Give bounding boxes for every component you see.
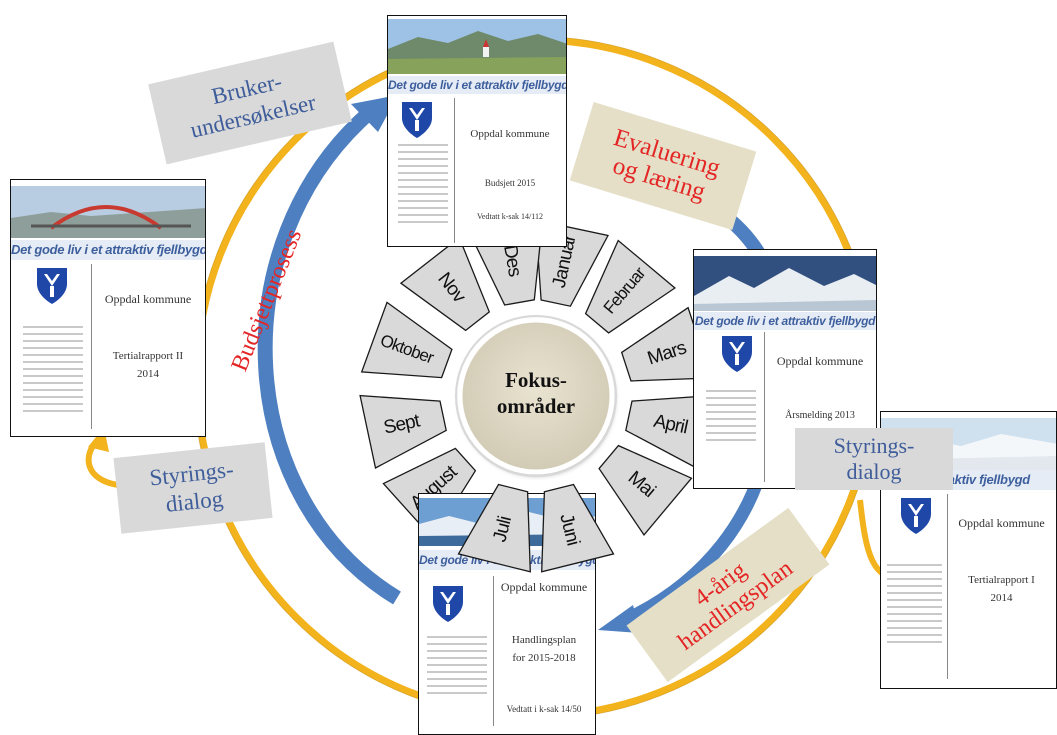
document-note: Vedtatt i k-sak 14/50 xyxy=(506,704,582,714)
label-styringsdialog-right-line2: dialog xyxy=(846,459,902,484)
document-banner: Det gode liv i et attraktiv fjellbygd xyxy=(419,550,595,570)
month-wedge-shape xyxy=(359,394,447,469)
label-styringsdialog-left: Styrings- dialog xyxy=(113,442,273,534)
table-of-contents xyxy=(706,390,756,446)
month-wedge-shape xyxy=(598,444,693,536)
table-of-contents xyxy=(887,564,942,648)
label-styringsdialog-right: Styrings- dialog xyxy=(795,428,953,490)
month-wedge-mars: Mars xyxy=(620,306,712,382)
label-styringsdialog-left-line2: dialog xyxy=(164,485,225,517)
center-circle-rim xyxy=(455,315,617,477)
month-wedge-sept: Sept xyxy=(359,394,447,469)
document-title: Budsjett 2015 xyxy=(484,178,536,188)
document-org-name: Oppdal kommune xyxy=(470,128,550,140)
document-title-line2: for 2015-2018 xyxy=(512,652,576,664)
document-title-line1: Handlingsplan xyxy=(511,634,577,646)
oppdal-coat-of-arms-icon xyxy=(402,102,432,138)
document-banner: Det gode liv i et attraktiv fjellbygd xyxy=(11,240,205,260)
month-wedge-oktober: Oktober xyxy=(360,301,453,379)
center-label-line2: områder xyxy=(497,394,575,418)
document-org-name: Oppdal kommune xyxy=(958,516,1045,530)
document-note: Vedtatt k-sak 14/112 xyxy=(477,212,543,221)
month-wedge-nov: Nov xyxy=(399,236,491,332)
oppdal-coat-of-arms-icon xyxy=(433,586,463,622)
fjord-photo xyxy=(419,498,595,546)
snow-mountain-photo xyxy=(694,256,876,311)
document-budsjett: Det gode liv i et attraktiv fjellbygd Op… xyxy=(387,15,567,247)
document-banner: Det gode liv i et attraktiv fjellbygd xyxy=(388,76,566,94)
month-wedge-februar: Februar xyxy=(584,239,676,334)
document-org-name: Oppdal kommune xyxy=(500,580,588,594)
document-title-line2: 2014 xyxy=(137,368,159,380)
document-org-name: Oppdal kommune xyxy=(776,354,864,368)
table-of-contents xyxy=(23,326,83,417)
table-of-contents xyxy=(427,636,487,699)
document-arsmelding: Det gode liv i et attraktiv fjellbygd Op… xyxy=(693,249,877,489)
document-banner: Det gode liv i et attraktiv fjellbygd xyxy=(694,312,876,330)
center-circle xyxy=(457,317,615,475)
month-wedge-april: April xyxy=(625,394,713,469)
month-wedge-shape xyxy=(584,239,676,334)
month-wedge-mai: Mai xyxy=(598,444,693,536)
budsjett-arrow xyxy=(257,106,401,605)
month-wedge-shape xyxy=(360,301,453,379)
mountain-village-photo xyxy=(388,19,566,74)
oppdal-coat-of-arms-icon xyxy=(901,498,931,534)
document-tertialrapport-2: Det gode liv i et attraktiv fjellbygd Op… xyxy=(10,179,206,437)
document-org-name: Oppdal kommune xyxy=(104,292,192,306)
document-title-line1: Tertialrapport II xyxy=(112,350,184,362)
table-of-contents xyxy=(398,144,448,228)
document-handlingsplan: Det gode liv i et attraktiv fjellbygd Op… xyxy=(418,493,596,735)
center-label-line1: Fokus- xyxy=(505,368,567,392)
document-title-line1: Tertialrapport I xyxy=(968,574,1035,586)
document-title-line2: 2014 xyxy=(990,592,1013,604)
label-styringsdialog-right-line1: Styrings- xyxy=(833,432,915,458)
oppdal-coat-of-arms-icon xyxy=(37,268,67,304)
oppdal-coat-of-arms-icon xyxy=(722,336,752,372)
bridge-photo xyxy=(11,186,205,238)
budsjett-arrow-head-icon xyxy=(351,95,398,132)
document-title: Årsmelding 2013 xyxy=(785,410,855,421)
